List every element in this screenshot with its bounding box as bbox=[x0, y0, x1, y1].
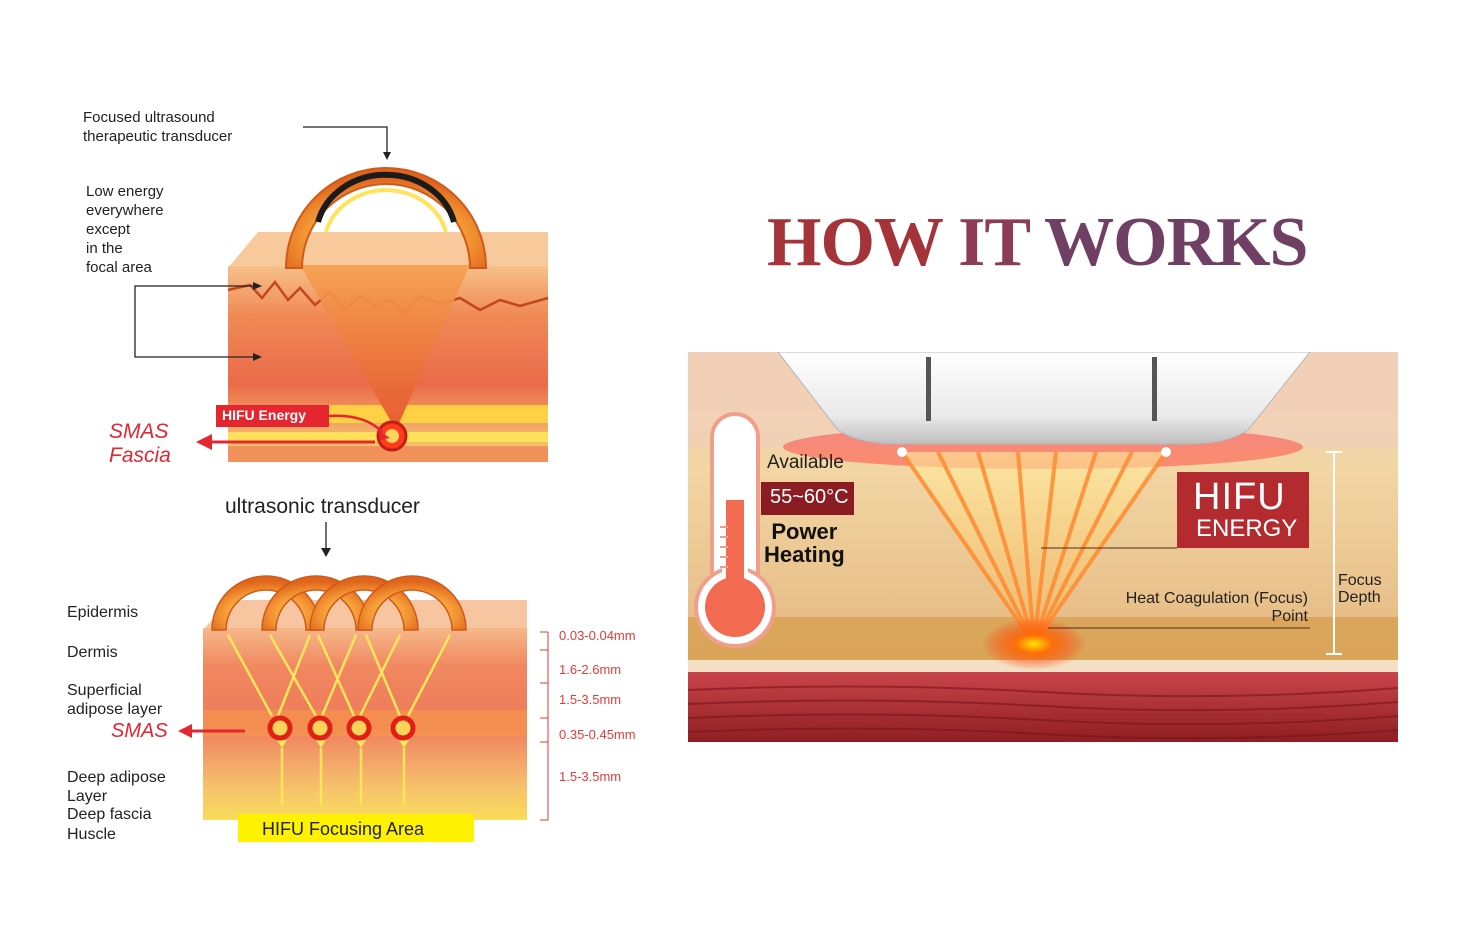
depth-label: 1.5-3.5mm bbox=[559, 692, 622, 707]
transducer-label-line: Focused ultrasound bbox=[83, 109, 215, 126]
depth-label: 0.03-0.04mm bbox=[559, 628, 636, 643]
layer-dermis: Dermis bbox=[67, 644, 118, 661]
hifu-probe bbox=[777, 352, 1311, 445]
bottom-diagram-graphic bbox=[178, 522, 549, 842]
power-heating-line: Heating bbox=[764, 542, 845, 567]
emitter-dot bbox=[897, 447, 907, 457]
heat-coagulation-line: Heat Coagulation (Focus) bbox=[1125, 590, 1308, 607]
energy-label: ENERGY bbox=[1196, 515, 1298, 542]
depth-label: 1.5-3.5mm bbox=[559, 769, 622, 784]
temperature-value: 55~60°C bbox=[770, 486, 849, 508]
hifu-label: HIFU bbox=[1193, 476, 1286, 518]
focusing-area-box bbox=[238, 814, 474, 842]
layer-deep-fascia: Deep fascia bbox=[67, 806, 152, 823]
page-title: HOW IT WORKS bbox=[767, 208, 1308, 278]
transducer-label-line: therapeutic transducer bbox=[83, 128, 233, 145]
thermometer-icon bbox=[694, 412, 776, 648]
energy-beams bbox=[900, 450, 1168, 646]
beam-cone bbox=[902, 452, 1166, 644]
smas-fascia-label: SMAS Fascia bbox=[109, 420, 171, 468]
transducer-dome bbox=[357, 575, 467, 631]
tissue-top-face bbox=[228, 232, 548, 268]
low-energy-label: Low energy everywhere except in the foca… bbox=[86, 182, 164, 277]
focus-depth-label: Focus Depth bbox=[1338, 572, 1382, 606]
title-word: IT bbox=[958, 204, 1030, 281]
low-energy-bracket bbox=[134, 285, 255, 358]
low-energy-line: Low energy bbox=[86, 183, 164, 200]
top-diagram-graphic bbox=[134, 126, 549, 462]
emitter-dot bbox=[1161, 447, 1171, 457]
title-word: HOW bbox=[767, 204, 943, 281]
transducer-label: Focused ultrasound therapeutic transduce… bbox=[83, 108, 232, 146]
hifu-energy-box bbox=[1177, 472, 1309, 548]
smas-label-line: Fascia bbox=[109, 444, 171, 467]
focus-glow bbox=[982, 618, 1086, 670]
ultrasonic-transducer-label: ultrasonic transducer bbox=[225, 495, 420, 518]
layer-epidermis: Epidermis bbox=[67, 604, 139, 621]
focus-cone bbox=[300, 265, 470, 430]
layer-deep-adipose: Deep adipose Layer bbox=[67, 768, 166, 806]
probe-slot bbox=[926, 357, 931, 421]
layer-superficial: Superficial adipose layer bbox=[67, 681, 162, 719]
focus-arrows bbox=[226, 634, 452, 805]
heat-coagulation-line: Point bbox=[1271, 608, 1308, 625]
focal-points bbox=[267, 715, 416, 741]
layer-superficial-line: adipose layer bbox=[67, 701, 163, 718]
hifu-energy-tag-box bbox=[216, 405, 329, 427]
low-energy-line: in the bbox=[86, 240, 123, 257]
available-label: Available bbox=[767, 452, 844, 473]
focus-depth-line: Depth bbox=[1338, 589, 1381, 606]
hifu-energy-arrow bbox=[328, 414, 383, 433]
bottom-band bbox=[228, 446, 548, 462]
transducer-inner-arc bbox=[315, 171, 457, 223]
depth-label: 0.35-0.45mm bbox=[559, 727, 636, 742]
heat-coagulation-label: Heat Coagulation (Focus) Point bbox=[1110, 590, 1308, 626]
power-heating-line: Power bbox=[771, 519, 838, 544]
transducer-highlight bbox=[324, 188, 448, 233]
right-panel-graphic bbox=[688, 352, 1398, 742]
focus-depth-line: Focus bbox=[1338, 572, 1382, 589]
focus-depth-scale bbox=[1326, 451, 1342, 655]
layer-deep-adipose-line: Deep adipose bbox=[67, 769, 166, 786]
transducer-pointer bbox=[303, 126, 388, 154]
depth-scale bbox=[540, 631, 549, 821]
low-energy-line: everywhere bbox=[86, 202, 164, 219]
probe-slot bbox=[1152, 357, 1157, 421]
low-energy-line: focal area bbox=[86, 259, 152, 276]
title-word: WORKS bbox=[1044, 204, 1308, 281]
temperature-box bbox=[761, 482, 854, 515]
hifu-energy-tag: HIFU Energy bbox=[222, 407, 307, 423]
layer-deep-adipose-line: Layer bbox=[67, 788, 108, 805]
focusing-area-label: HIFU Focusing Area bbox=[262, 819, 425, 839]
layer-superficial-line: Superficial bbox=[67, 682, 142, 699]
smas-label-line: SMAS bbox=[109, 420, 169, 443]
low-energy-line: except bbox=[86, 221, 131, 238]
layer-smas: SMAS bbox=[111, 720, 168, 742]
layer-muscle: Huscle bbox=[67, 826, 116, 843]
depth-label: 1.6-2.6mm bbox=[559, 662, 622, 677]
power-heating-label: Power Heating bbox=[764, 520, 845, 566]
